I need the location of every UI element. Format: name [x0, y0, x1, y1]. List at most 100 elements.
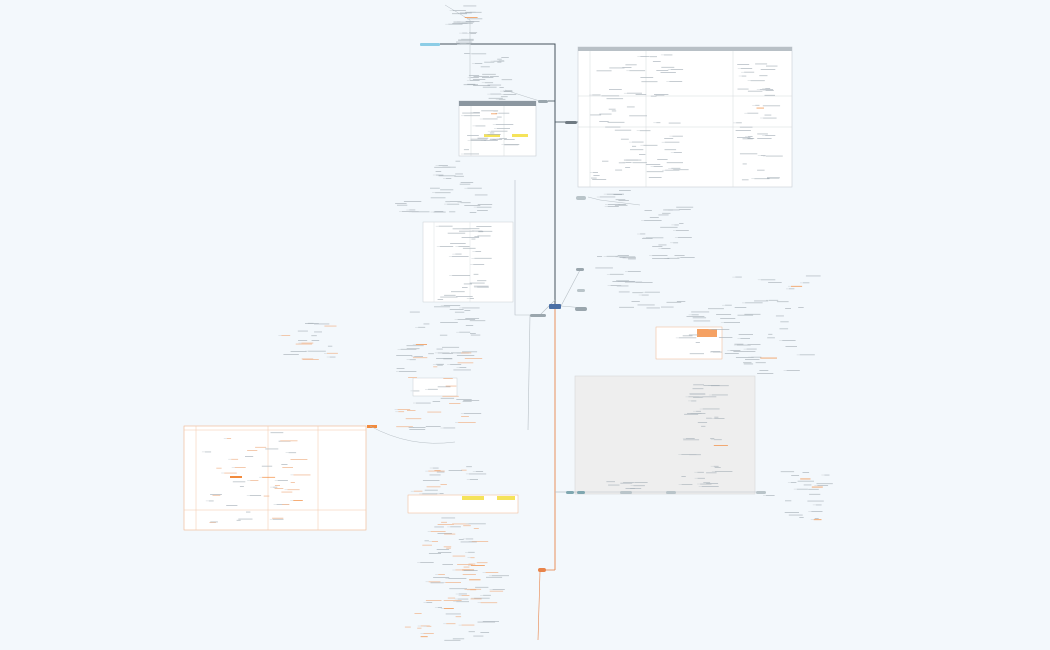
- branch-node-b6[interactable]: [756, 491, 766, 494]
- branch-node-b2[interactable]: [565, 121, 577, 124]
- text-line: [469, 212, 477, 213]
- text-line: [463, 84, 478, 86]
- text-line: [776, 301, 789, 303]
- text-line: [464, 358, 483, 359]
- text-line: [607, 121, 625, 123]
- text-line: [474, 63, 483, 64]
- branch-node-b6[interactable]: [620, 491, 632, 494]
- text-line: [475, 125, 486, 127]
- text-line: [434, 166, 451, 168]
- text-line: [662, 212, 671, 214]
- text-line: [447, 232, 466, 234]
- branch-node-b6[interactable]: [666, 491, 676, 494]
- text-line: [428, 553, 441, 554]
- branch-node-b6[interactable]: [576, 196, 586, 200]
- text-line: [762, 105, 781, 107]
- text-line: [428, 353, 434, 355]
- text-line: [592, 94, 601, 96]
- text-line: [298, 340, 308, 341]
- text-line: [735, 357, 754, 358]
- text-line: [245, 456, 254, 457]
- connectors: [369, 4, 760, 641]
- text-line: [457, 319, 476, 320]
- text-line: [395, 203, 407, 204]
- text-line: [499, 87, 504, 88]
- text-line: [436, 549, 450, 550]
- text-line: [210, 521, 218, 523]
- branch-node-b3[interactable]: [576, 268, 584, 271]
- text-line: [407, 410, 416, 411]
- text-line: [660, 72, 676, 73]
- text-line: [458, 539, 464, 540]
- text-line: [764, 94, 775, 96]
- text-line: [473, 285, 489, 287]
- branch-node-b7[interactable]: [566, 491, 574, 494]
- text-line: [452, 275, 471, 276]
- text-line: [277, 480, 288, 481]
- text-line: [452, 228, 470, 230]
- text-line: [462, 228, 480, 230]
- text-line: [490, 93, 502, 95]
- branch-node-b5[interactable]: [538, 568, 546, 572]
- text-line: [652, 258, 670, 259]
- text-line: [470, 140, 487, 141]
- text-line: [491, 113, 498, 115]
- text-line: [711, 385, 729, 387]
- branch-node-b7[interactable]: [577, 491, 585, 494]
- text-line: [678, 337, 697, 339]
- text-line: [290, 459, 308, 460]
- text-line: [683, 439, 700, 441]
- text-line: [226, 505, 238, 506]
- text-line: [452, 638, 465, 640]
- text-line: [459, 230, 475, 232]
- branch-node-b1[interactable]: [538, 100, 548, 103]
- text-line: [247, 450, 258, 451]
- text-line: [489, 76, 499, 77]
- text-line: [695, 342, 700, 343]
- text-line: [456, 399, 472, 400]
- text-line: [656, 122, 661, 124]
- text-line: [439, 334, 448, 336]
- text-line: [436, 358, 453, 359]
- text-line: [765, 88, 771, 89]
- text-line: [457, 598, 469, 600]
- text-line: [736, 122, 742, 124]
- text-line: [396, 426, 413, 428]
- text-line: [640, 56, 650, 57]
- text-line: [477, 280, 487, 282]
- branch-node-b3[interactable]: [575, 307, 587, 311]
- text-line: [743, 363, 754, 365]
- text-line: [483, 594, 491, 596]
- text-line: [468, 563, 476, 565]
- text-line: [634, 482, 648, 483]
- text-line: [652, 255, 668, 256]
- text-line: [680, 257, 695, 258]
- text-line: [238, 518, 253, 520]
- text-line: [465, 318, 480, 319]
- text-line: [470, 598, 482, 600]
- text-line: [506, 90, 513, 92]
- text-line: [656, 70, 669, 71]
- text-line: [693, 320, 711, 322]
- text-line: [622, 67, 632, 68]
- text-line: [500, 96, 508, 98]
- central-topic[interactable]: [549, 304, 561, 309]
- text-line: [442, 395, 459, 397]
- text-line: [738, 334, 753, 335]
- branch-node-b4[interactable]: [530, 314, 546, 317]
- text-line: [668, 209, 680, 211]
- text-line: [649, 217, 659, 218]
- connector-line: [444, 4, 471, 46]
- branch-node-b6[interactable]: [577, 289, 585, 292]
- text-line: [473, 635, 484, 637]
- text-line: [744, 313, 761, 315]
- text-line: [665, 169, 680, 171]
- text-line: [445, 201, 451, 203]
- root-label[interactable]: [420, 43, 440, 46]
- text-line: [640, 77, 654, 78]
- text-line: [816, 483, 833, 485]
- text-line: [755, 63, 768, 65]
- text-line: [754, 300, 769, 302]
